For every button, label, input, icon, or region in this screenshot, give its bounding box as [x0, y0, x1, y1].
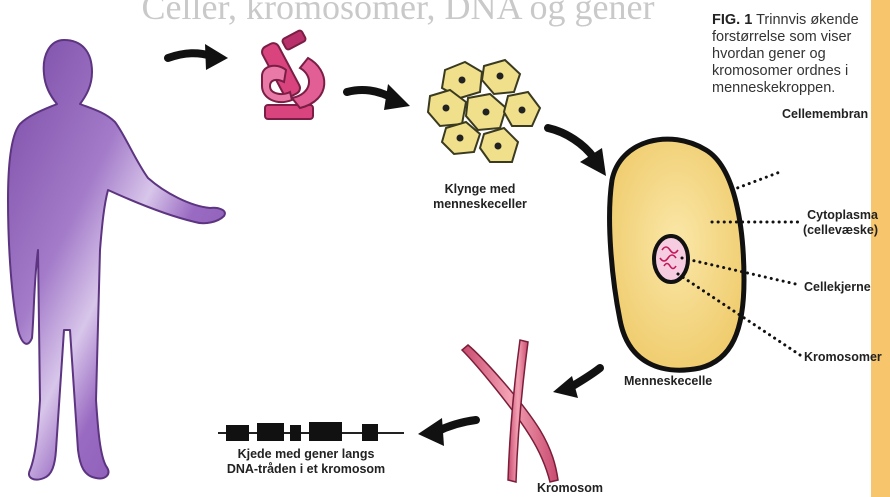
human-cell-label: Menneskecelle [624, 374, 712, 389]
gene-chain-label: Kjede med gener langs DNA-tråden i et kr… [206, 447, 406, 477]
cell-membrane-label: Cellemembran [782, 107, 868, 122]
cluster-label-line2: menneskeceller [418, 197, 542, 212]
human-figure-icon [8, 40, 225, 480]
chromosome-icon [462, 340, 558, 482]
chromosomes-label: Kromosomer [804, 350, 882, 365]
arrow-icon [347, 84, 410, 110]
human-cell-icon [610, 139, 744, 370]
cytoplasm-label-line2: (cellevæske) [768, 223, 878, 238]
gene-strand-icon [218, 422, 404, 441]
arrow-icon [418, 418, 476, 446]
arrow-icon [553, 368, 600, 398]
gene-chain-label-line1: Kjede med gener langs [206, 447, 406, 462]
gene-chain-label-line2: DNA-tråden i et kromosom [206, 462, 406, 477]
cytoplasm-label: Cytoplasma (cellevæske) [768, 208, 878, 238]
cluster-label-line1: Klynge med [418, 182, 542, 197]
cytoplasm-label-line1: Cytoplasma [768, 208, 878, 223]
chromosome-label: Kromosom [537, 481, 603, 496]
cluster-label: Klynge med menneskeceller [418, 182, 542, 212]
arrow-icon [168, 44, 228, 70]
microscope-icon [260, 30, 324, 119]
cell-cluster-icon [428, 60, 540, 162]
arrow-icon [548, 128, 606, 176]
nucleus-label: Cellekjerne [804, 280, 871, 295]
